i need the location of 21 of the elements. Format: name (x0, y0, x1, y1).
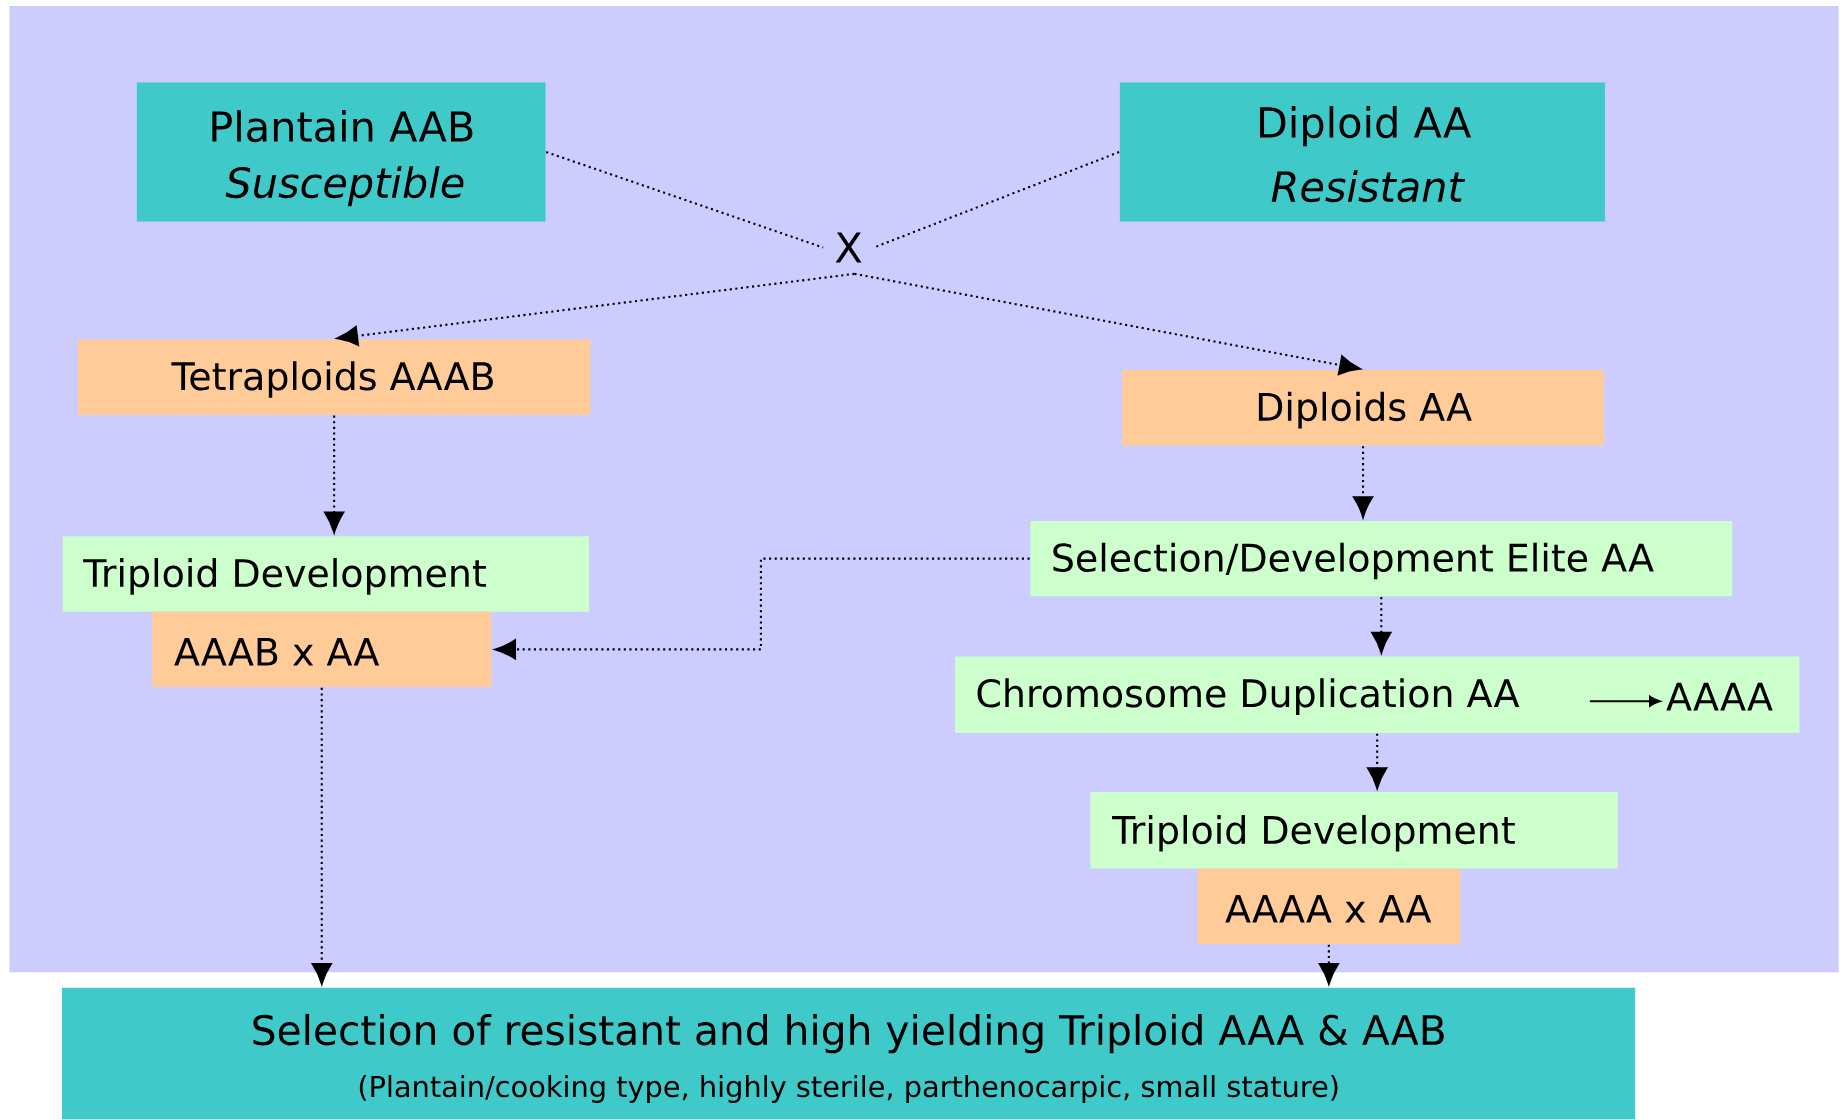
arrow (311, 687, 332, 985)
arrow (1353, 446, 1374, 518)
arrow (336, 273, 855, 347)
arrow (494, 557, 1030, 660)
arrow (1371, 597, 1392, 654)
arrow (324, 415, 345, 534)
result-box: Selection of resistant and high yielding Triploid AAA & AAB (Plantain/cooking type, highly sterile, parthenocarpic, small stature) (61, 987, 1636, 1120)
process-box: Tetraploids AAAB (78, 339, 591, 415)
process-box: Selection/Development Elite AA (1030, 521, 1733, 597)
arrow (1318, 944, 1339, 985)
parent-box: Plantain AAB Susceptible (136, 82, 546, 222)
process-box: Diploids AA (1122, 370, 1604, 446)
process-box: Chromosome Duplication AA AAAA (955, 656, 1800, 734)
process-box: AAAA x AA (1197, 868, 1461, 945)
process-box: Triploid Development (62, 536, 590, 612)
arrow (1367, 733, 1388, 789)
process-box: AAAB x AA (152, 611, 492, 688)
parent-box: Diploid AA Resistant (1119, 82, 1606, 222)
process-box: Triploid Development (1090, 792, 1618, 869)
cross-label: X (835, 232, 862, 263)
arrow (854, 273, 1361, 376)
